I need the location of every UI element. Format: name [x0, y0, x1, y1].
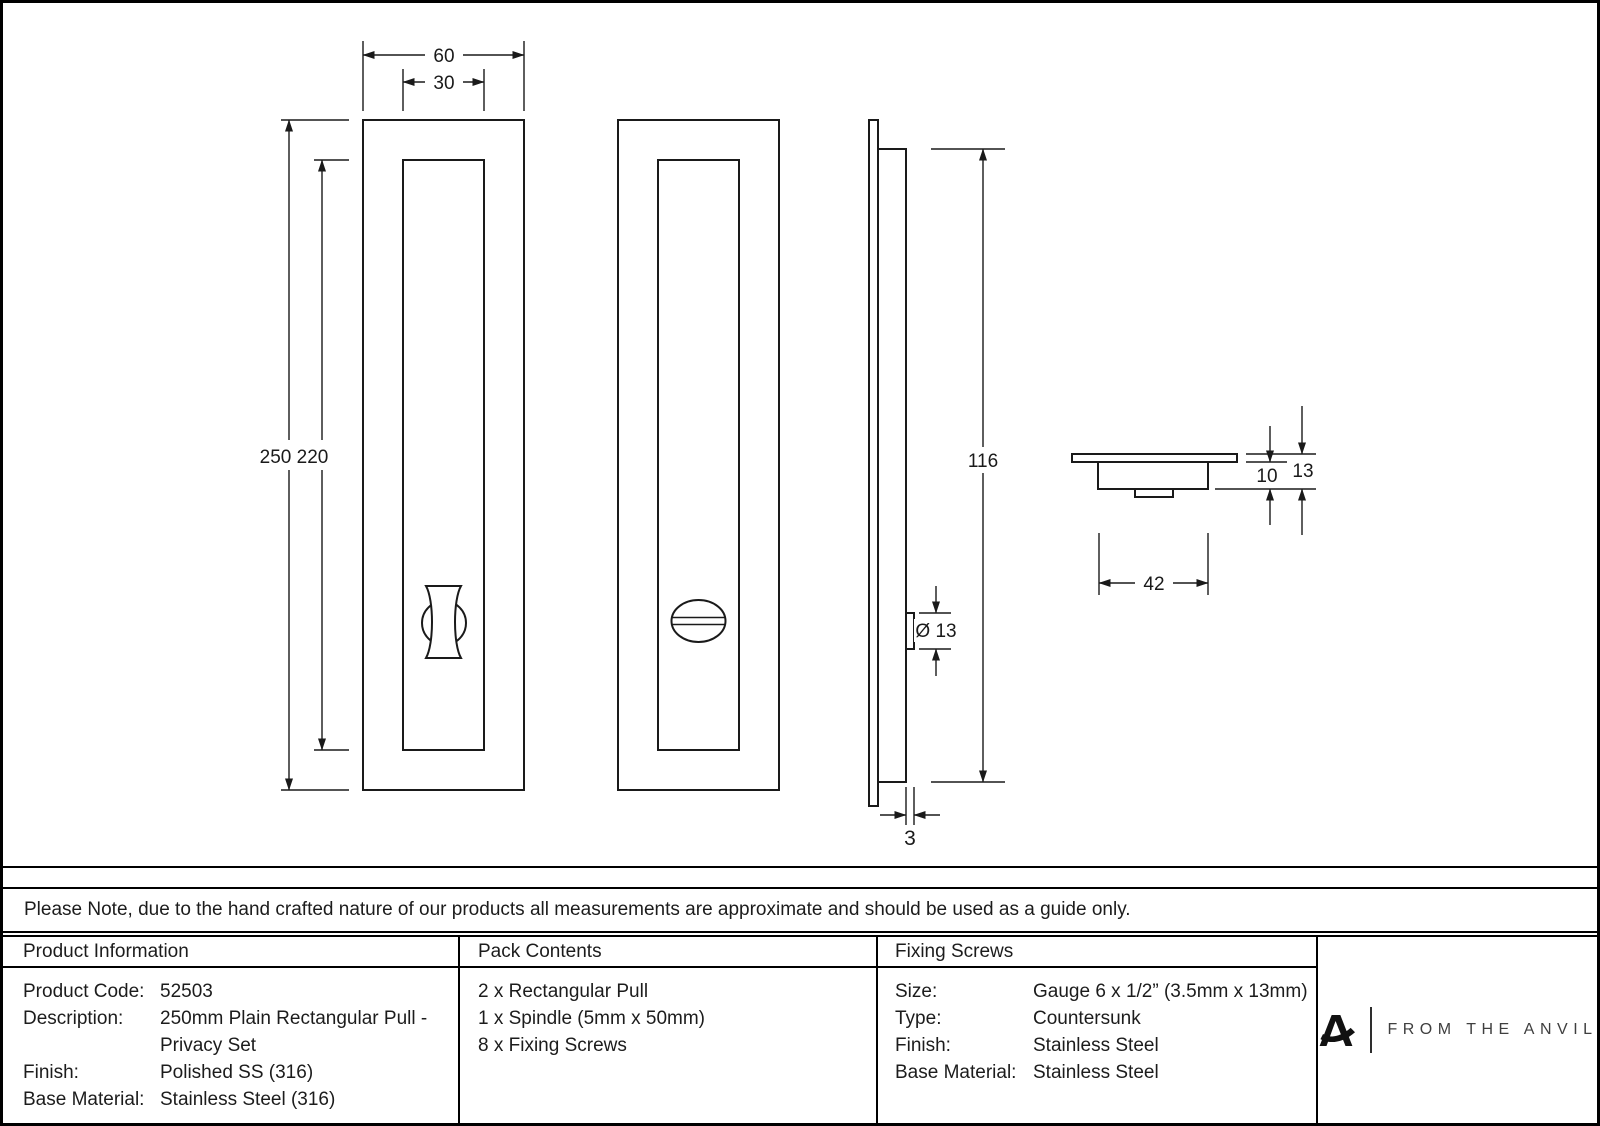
- coin-release: [670, 599, 727, 643]
- thumbturn-knob: [424, 585, 463, 659]
- fixing-screws-column: Fixing Screws Size: Gauge 6 x 1/2” (3.5m…: [876, 937, 1316, 1123]
- dim-label-total-depth: 13: [1292, 461, 1313, 482]
- front-view-coin-release: [617, 119, 780, 791]
- table-row: Finish: Polished SS (316): [23, 1062, 314, 1083]
- brand-cell: FROM THE ANVIL: [1316, 937, 1597, 1123]
- dim-label-recess-depth: 10: [1256, 466, 1277, 487]
- table-row: Size: Gauge 6 x 1/2” (3.5mm x 13mm): [895, 981, 1308, 1002]
- dim-label-plate-thickness: 3: [904, 827, 916, 850]
- table-row: Privacy Set: [160, 1035, 257, 1056]
- dimension-depths: [1215, 406, 1316, 535]
- dimension-plate-thickness: [880, 787, 940, 825]
- side-view: [868, 119, 915, 807]
- dim-label-side-span: 116: [968, 451, 998, 472]
- product-information-column: Product Information Product Code: 52503 …: [3, 937, 458, 1123]
- pack-item: 2 x Rectangular Pull: [478, 981, 649, 1002]
- table-row: Base Material: Stainless Steel: [895, 1062, 1159, 1083]
- pack-contents-column: Pack Contents 2 x Rectangular Pull 1 x S…: [458, 937, 876, 1123]
- pack-item: 8 x Fixing Screws: [478, 1035, 627, 1056]
- section-view: [1071, 453, 1238, 498]
- brand-logo: FROM THE ANVIL: [1317, 1007, 1597, 1053]
- dim-label-heights: 250 220: [260, 447, 329, 468]
- pack-contents-header: Pack Contents: [460, 937, 876, 968]
- note-bar: Please Note, due to the hand crafted nat…: [3, 887, 1597, 933]
- info-table: Product Information Product Code: 52503 …: [3, 935, 1597, 1123]
- drawing-area-divider: [3, 866, 1597, 868]
- dim-label-outer-width: 60: [433, 46, 454, 67]
- logo-divider: [1370, 1007, 1373, 1053]
- dim-label-body-width: 42: [1143, 574, 1164, 595]
- technical-drawing: 60 30 250 220 116: [246, 41, 1317, 850]
- table-row: Finish: Stainless Steel: [895, 1035, 1159, 1056]
- fixing-screws-header: Fixing Screws: [878, 937, 1316, 968]
- table-row: Base Material: Stainless Steel (316): [23, 1089, 336, 1110]
- note-text: Please Note, due to the hand crafted nat…: [24, 899, 1131, 920]
- table-row: Product Code: 52503: [23, 981, 213, 1002]
- pack-item: 1 x Spindle (5mm x 50mm): [478, 1008, 706, 1029]
- spindle-boss: [905, 612, 915, 650]
- dimension-boss-diameter: [919, 586, 951, 676]
- product-information-header: Product Information: [3, 937, 458, 968]
- dim-label-boss-diameter: Ø 13: [915, 621, 956, 642]
- dim-label-inner-width: 30: [433, 73, 454, 94]
- front-view-thumbturn: [362, 119, 525, 791]
- brand-name: FROM THE ANVIL: [1387, 1021, 1598, 1038]
- anvil-logo-icon: [1320, 1014, 1356, 1046]
- table-row: Type: Countersunk: [895, 1008, 1141, 1029]
- table-row: Description: 250mm Plain Rectangular Pul…: [23, 1008, 428, 1029]
